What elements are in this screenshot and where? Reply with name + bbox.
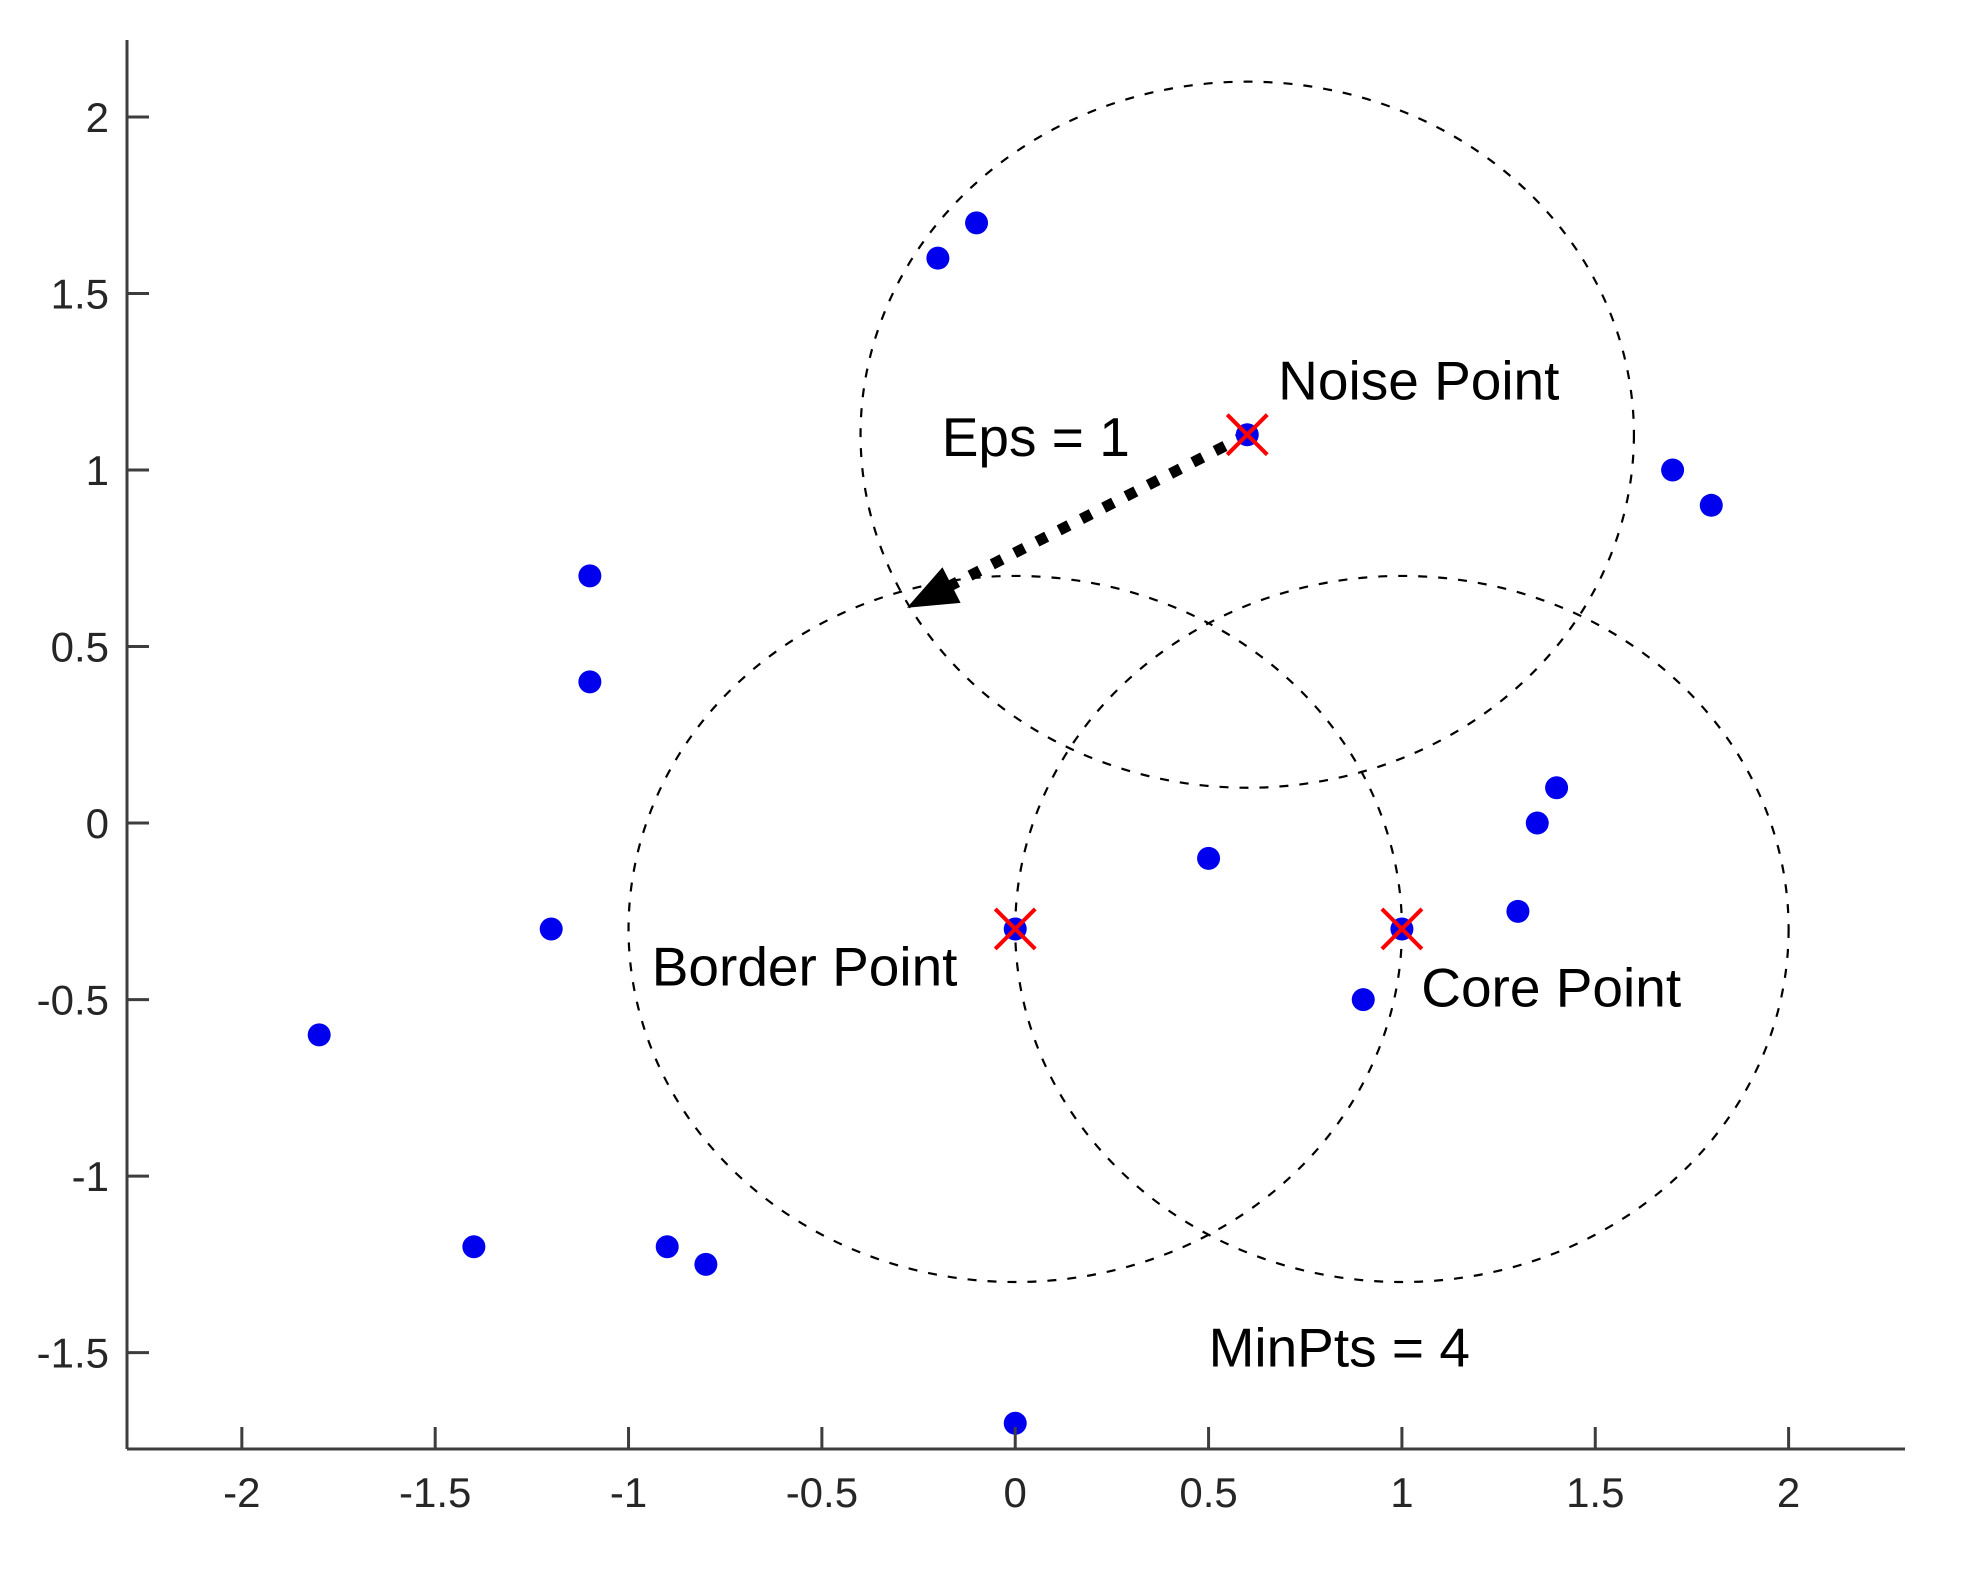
- y-tick-label: -1.5: [37, 1330, 109, 1377]
- y-tick-label: -1: [72, 1153, 109, 1200]
- data-point: [1525, 811, 1549, 835]
- x-tick-label: -2: [223, 1469, 260, 1516]
- annotation-eps: Eps = 1: [942, 406, 1130, 468]
- x-tick-label: 1.5: [1566, 1469, 1624, 1516]
- eps-circle-0: [859, 80, 1636, 789]
- data-point: [1506, 899, 1530, 923]
- x-tick-label: 0.5: [1179, 1469, 1237, 1516]
- data-point: [926, 246, 950, 270]
- core-cross-line: [1380, 907, 1424, 951]
- x-tick-label: -1: [610, 1469, 647, 1516]
- eps-arrow-line: [941, 429, 1250, 594]
- eps-arrowhead: [906, 567, 961, 608]
- annotation-minpts: MinPts = 4: [1209, 1317, 1470, 1379]
- y-tick-label: 0: [86, 800, 109, 847]
- x-tick-label: 1: [1390, 1469, 1413, 1516]
- border-cross-line: [993, 907, 1037, 951]
- annotation-border-point: Border Point: [652, 935, 958, 997]
- y-tick-label: 1.5: [51, 270, 109, 317]
- data-point: [307, 1023, 331, 1047]
- x-tick-label: 2: [1777, 1469, 1800, 1516]
- data-point: [578, 670, 602, 694]
- annotation-noise-point: Noise Point: [1278, 349, 1559, 411]
- x-tick-label: -0.5: [786, 1469, 858, 1516]
- data-point: [539, 917, 563, 941]
- x-tick-label: 0: [1004, 1469, 1027, 1516]
- data-point: [1545, 776, 1569, 800]
- x-tick-label: -1.5: [399, 1469, 471, 1516]
- data-point: [1003, 1411, 1027, 1435]
- data-point: [1351, 988, 1375, 1012]
- data-point: [578, 564, 602, 588]
- data-point: [694, 1252, 718, 1276]
- data-point: [1197, 846, 1221, 870]
- data-point: [965, 211, 989, 235]
- y-tick-label: 0.5: [51, 624, 109, 671]
- annotation-core-point: Core Point: [1421, 957, 1681, 1019]
- data-point: [1661, 458, 1685, 482]
- y-tick-label: 2: [86, 94, 109, 141]
- data-point: [462, 1235, 486, 1259]
- y-tick-label: -0.5: [37, 977, 109, 1024]
- noise-cross-line: [1225, 413, 1269, 457]
- data-point: [655, 1235, 679, 1259]
- data-point: [1699, 493, 1723, 517]
- y-tick-label: 1: [86, 447, 109, 494]
